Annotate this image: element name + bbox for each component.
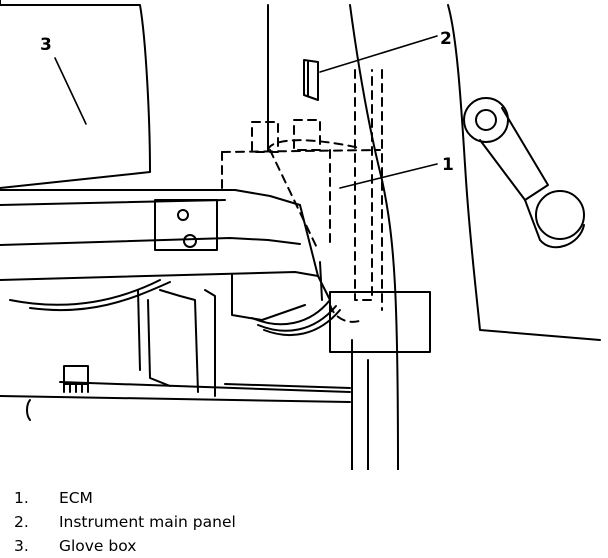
callout-3: 3: [40, 35, 52, 55]
legend-item: 3. Glove box: [14, 534, 236, 558]
ecm-hidden-outline: [221, 69, 383, 323]
legend: 1. ECM 2. Instrument main panel 3. Glove…: [14, 486, 236, 558]
callout-1: 1: [442, 155, 454, 175]
lower-structure: [0, 289, 351, 421]
ecm-location-drawing: 3 2 1: [0, 0, 601, 470]
leader-line-1: [339, 163, 438, 189]
instrument-main-panel: [303, 59, 319, 101]
legend-label: ECM: [58, 489, 93, 507]
callout-2: 2: [440, 29, 452, 49]
legend-label: Instrument main panel: [58, 513, 236, 531]
leader-line-2: [319, 35, 438, 73]
door-panel: [447, 4, 601, 341]
leader-line-3: [54, 57, 87, 125]
legend-label: Glove box: [58, 537, 137, 555]
ecm: [231, 261, 431, 353]
glove-box: [0, 0, 151, 189]
legend-item: 2. Instrument main panel: [14, 510, 236, 534]
legend-number: 1.: [14, 489, 29, 507]
leader-lines: [54, 35, 438, 189]
legend-number: 2.: [14, 513, 29, 531]
window-crank: [463, 97, 585, 249]
legend-number: 3.: [14, 537, 29, 555]
instrument-panel-structure: [0, 189, 319, 312]
legend-item: 1. ECM: [14, 486, 236, 510]
